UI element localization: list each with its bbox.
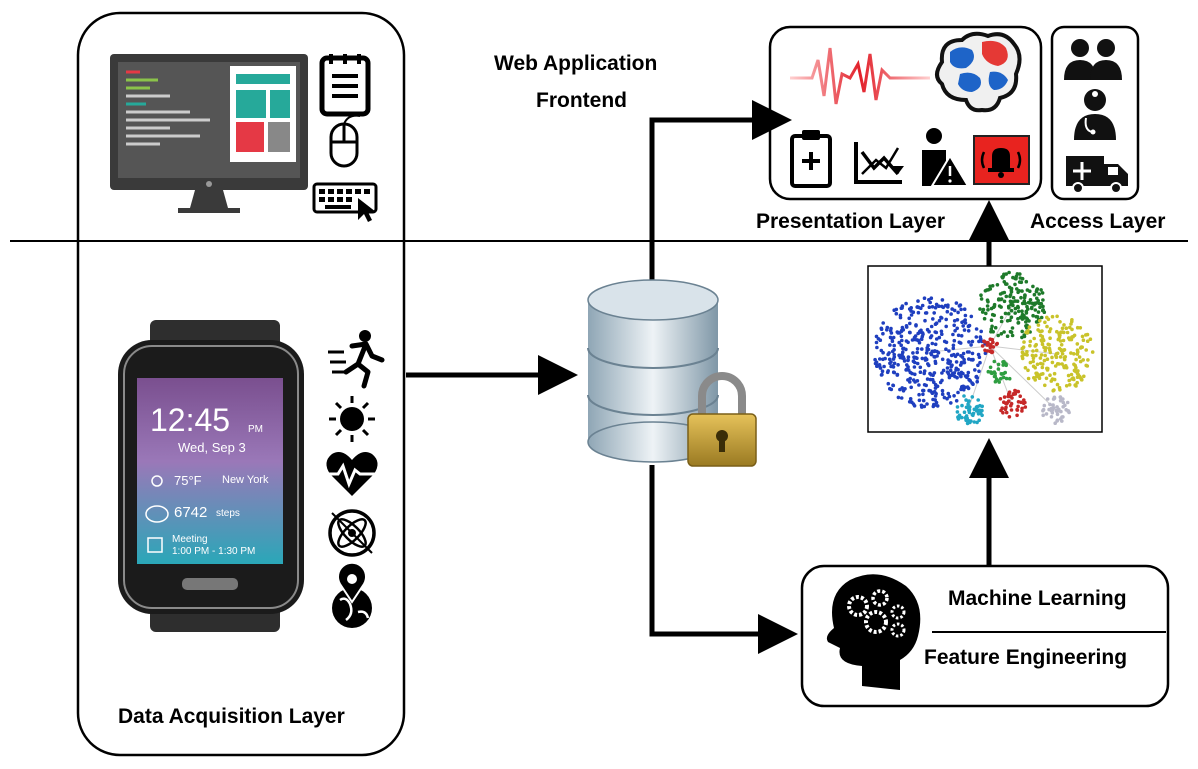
gyroscope-icon — [328, 509, 376, 557]
watch-ampm: PM — [248, 424, 263, 435]
notepad-icon — [319, 54, 371, 117]
machine-learning-label: Machine Learning — [948, 587, 1127, 610]
data-acquisition-label: Data Acquisition Layer — [118, 705, 345, 728]
running-person-icon — [328, 330, 385, 389]
ecg-waveform-icon — [790, 47, 930, 105]
watch-temperature: 75°F — [174, 473, 202, 488]
brain-icon — [935, 31, 1022, 113]
clipboard-icon — [790, 130, 832, 188]
trend-chart-icon — [854, 142, 904, 184]
smartwatch-icon — [118, 320, 304, 632]
person-alert-icon — [922, 128, 970, 187]
mouse-icon — [329, 114, 361, 168]
location-globe-icon — [332, 561, 372, 628]
keyboard-icon — [312, 182, 378, 222]
doctor-icon — [1074, 89, 1116, 140]
heartbeat-icon — [324, 452, 380, 496]
watch-time: 12:45 — [150, 402, 231, 438]
alarm-bell-icon — [973, 135, 1030, 185]
presentation-layer-box — [768, 25, 1043, 201]
feature-engineering-label: Feature Engineering — [924, 646, 1128, 669]
access-layer-label: Access Layer — [1030, 210, 1166, 233]
cluster-graph-icon — [873, 270, 1095, 426]
access-layer-box — [1050, 25, 1140, 201]
watch-event-time: 1:00 PM - 1:30 PM — [172, 546, 256, 557]
ambulance-icon — [1066, 156, 1128, 194]
sun-icon — [329, 396, 375, 442]
data-acquisition-box — [76, 11, 406, 757]
db-to-presentation-arrow — [649, 100, 792, 292]
web-app-label-line1: Web Application — [494, 52, 658, 75]
computer-monitor-icon — [110, 54, 308, 213]
padlock-icon — [687, 372, 757, 467]
users-icon — [1064, 39, 1122, 80]
head-gears-icon — [826, 574, 921, 690]
watch-city: New York — [222, 474, 269, 486]
watch-event: Meeting — [172, 534, 208, 545]
db-to-ml-arrow — [649, 465, 798, 654]
watch-steps-unit: steps — [216, 508, 240, 519]
ml-box — [800, 564, 1170, 708]
presentation-layer-label: Presentation Layer — [756, 210, 946, 233]
watch-date: Wed, Sep 3 — [178, 440, 246, 455]
web-app-label-line2: Frontend — [536, 89, 627, 112]
watch-steps: 6742 — [174, 504, 208, 521]
